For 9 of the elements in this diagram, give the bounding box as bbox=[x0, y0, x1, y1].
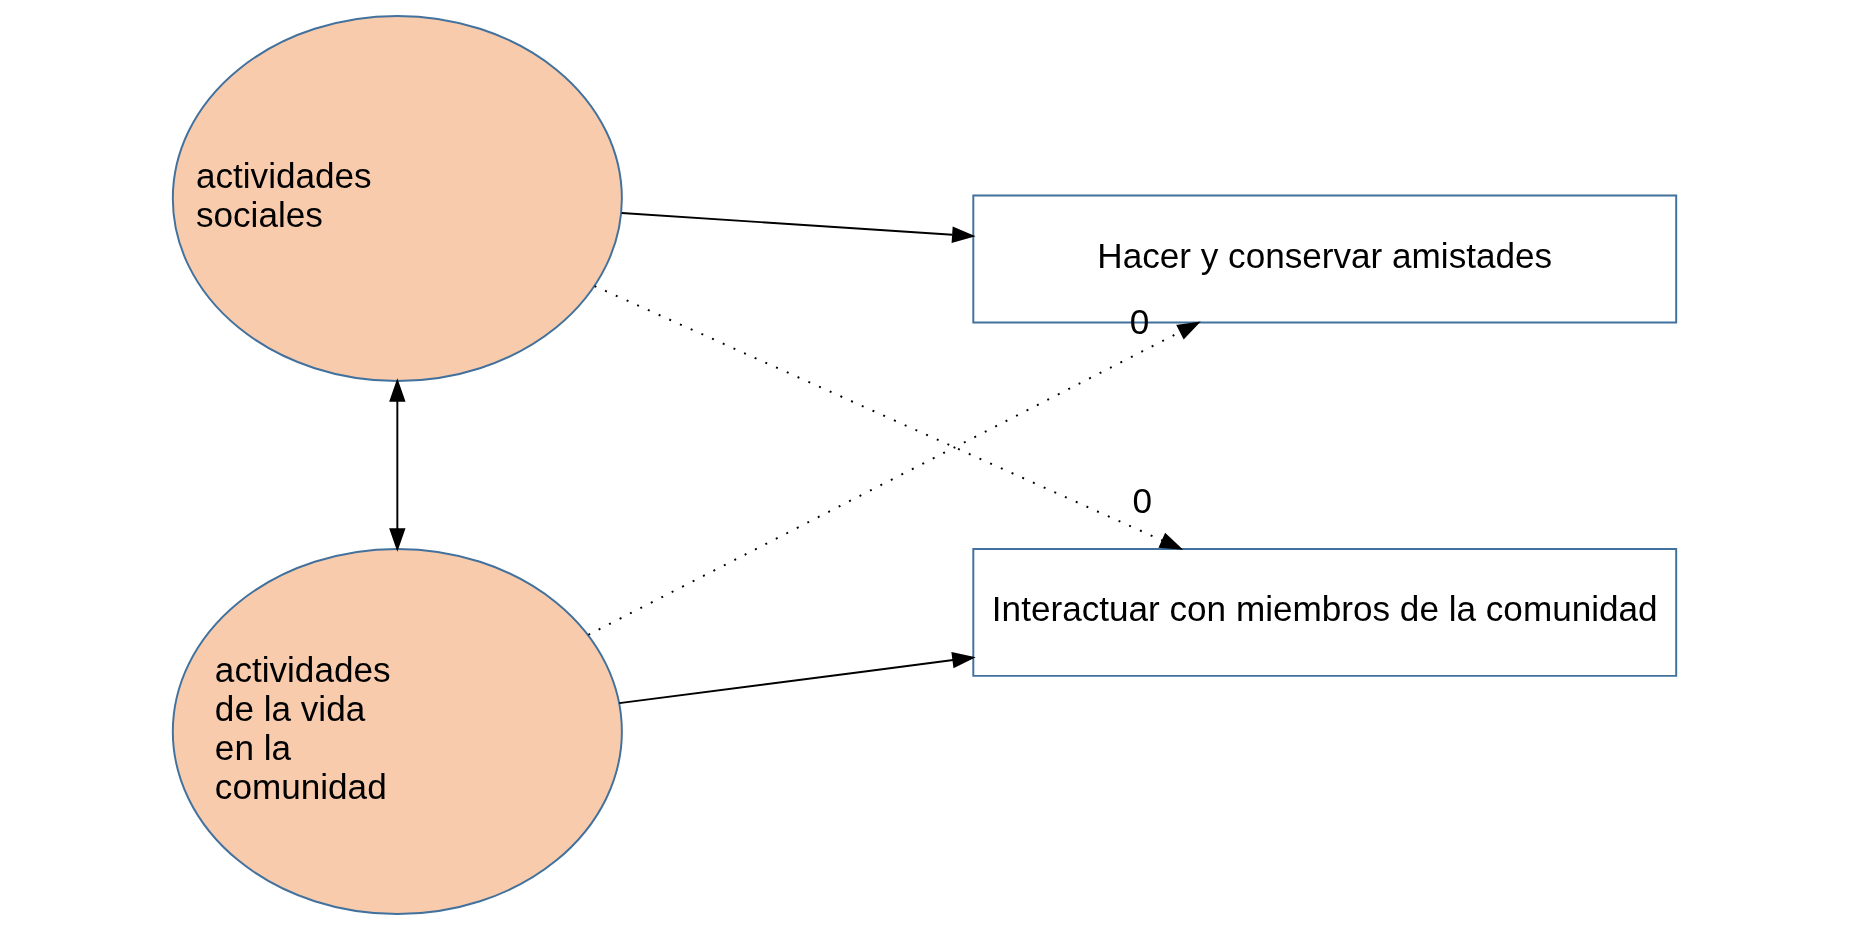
arrow bbox=[389, 378, 406, 552]
edge-label: 0 bbox=[1132, 480, 1152, 520]
node-box: Interactuar con miembros de la comunidad bbox=[972, 548, 1678, 677]
arrow bbox=[618, 652, 976, 705]
node-ellipse: actividades de la vida en la comunidad bbox=[171, 548, 623, 916]
arrow bbox=[620, 212, 976, 243]
arrow bbox=[593, 285, 1184, 550]
arrow bbox=[587, 321, 1201, 636]
node-ellipse: actividades sociales bbox=[171, 14, 623, 382]
